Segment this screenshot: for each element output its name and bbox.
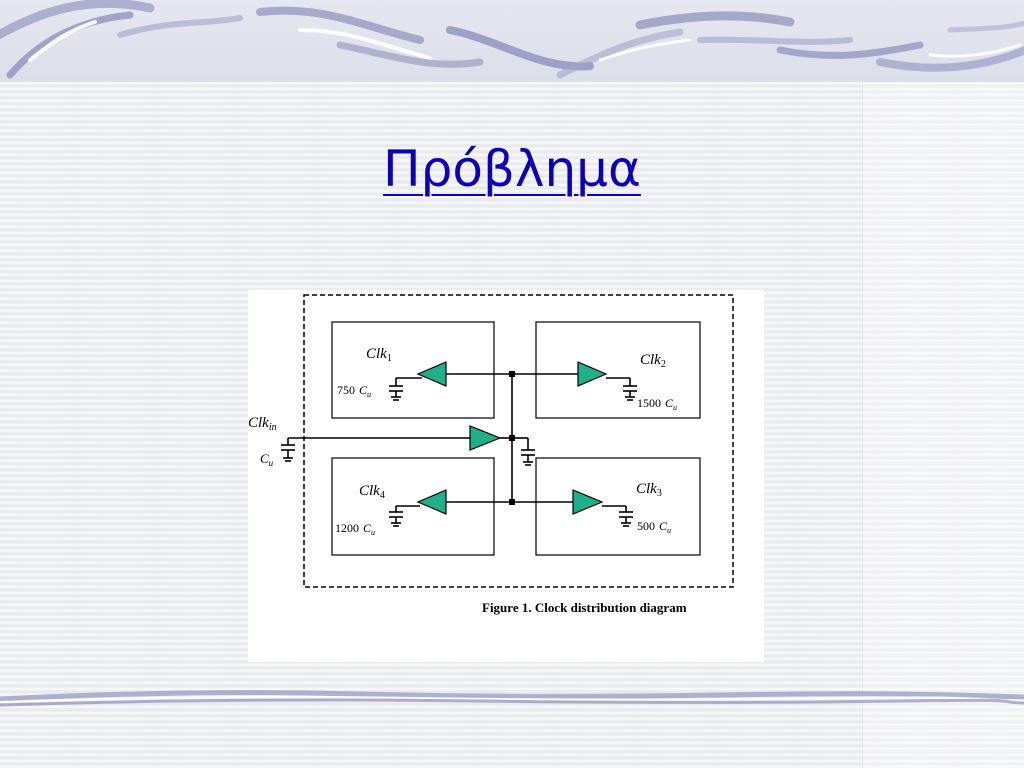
capacitor-clk2-icon	[623, 385, 637, 401]
swirl-decoration	[0, 0, 1024, 79]
input-capacitor-icon	[281, 438, 295, 462]
capacitor-clk3-icon	[619, 511, 633, 527]
buffer-clk4-icon	[416, 489, 447, 515]
junction-dots	[509, 371, 515, 505]
buffer-clk3-icon	[572, 489, 604, 515]
block-clk4	[331, 457, 495, 556]
input-clock-label: Clkin	[248, 415, 277, 433]
background-strip	[862, 80, 1024, 768]
figure-caption: Figure 1. Clock distribution diagram	[482, 600, 687, 615]
clk2-label: Clk2	[640, 352, 666, 370]
input-cap-label: Cu	[260, 451, 274, 468]
clk4-label: Clk4	[359, 483, 385, 501]
capacitor-clk4-icon	[389, 511, 403, 527]
trunk-capacitor-icon	[521, 449, 535, 466]
top-decorative-band	[0, 0, 1024, 82]
buffer-clk2-icon	[577, 361, 608, 387]
input-buffer-icon	[469, 425, 502, 451]
capacitor-clk1-icon	[389, 385, 403, 401]
wave-decoration	[0, 690, 1024, 707]
clk1-label: Clk1	[366, 346, 392, 364]
block-clk3	[535, 457, 701, 556]
buffer-clk1-icon	[416, 361, 447, 387]
chip-boundary	[303, 294, 734, 588]
slide-title: Πρόβλημα	[383, 140, 641, 198]
clk3-label: Clk3	[636, 481, 662, 499]
block-clk1	[331, 321, 495, 419]
block-clk2	[535, 321, 701, 419]
bottom-decorative-band	[0, 683, 1024, 713]
